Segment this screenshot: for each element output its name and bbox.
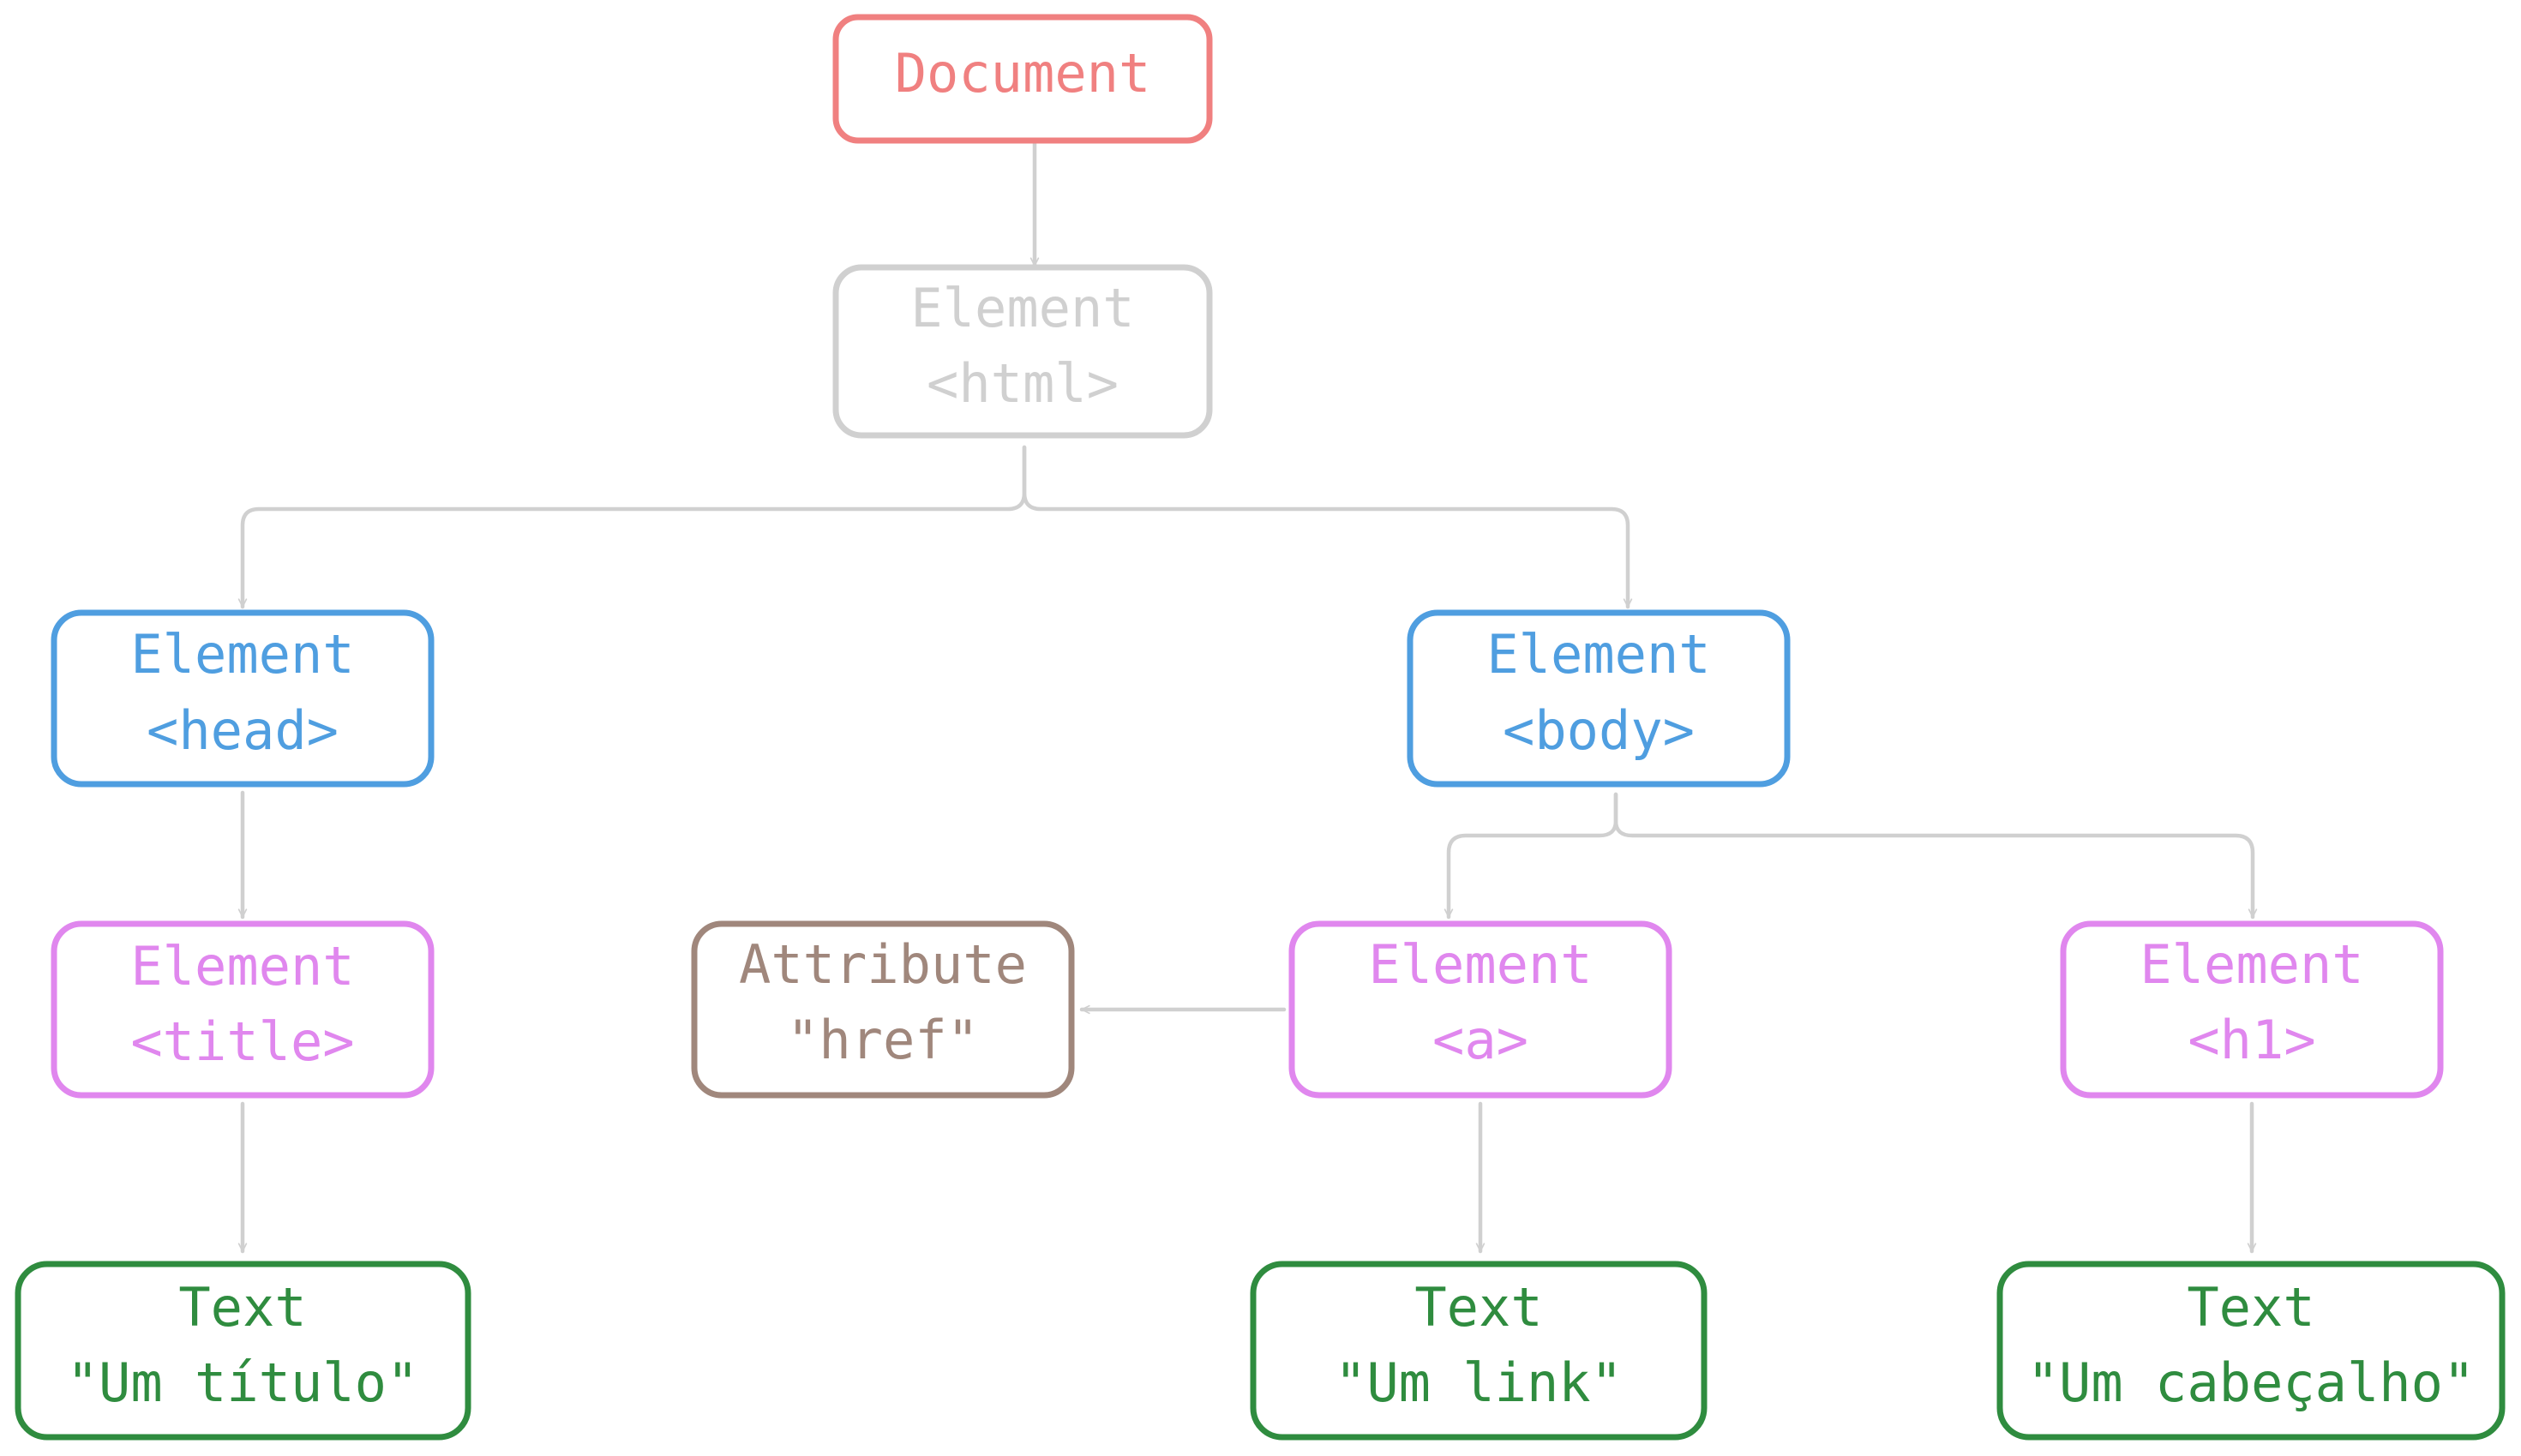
- node-document-box: [832, 14, 1213, 144]
- node-a-box: [1288, 920, 1672, 1099]
- node-text-heading-line1: Text: [2187, 1276, 2314, 1339]
- node-title: Element <title>: [51, 920, 435, 1099]
- node-text-title-line2: "Um título": [67, 1351, 419, 1414]
- edge-html-body: [1022, 445, 1633, 609]
- node-html-line2: <html>: [927, 352, 1119, 415]
- node-h1-line2: <h1>: [2188, 1009, 2315, 1071]
- node-text-link: Text "Um link": [1250, 1261, 1708, 1441]
- node-a-line2: <a>: [1432, 1009, 1528, 1071]
- node-head-line2: <head>: [147, 699, 339, 762]
- node-text-title-box: [15, 1261, 471, 1441]
- node-h1: Element <h1>: [2060, 920, 2444, 1099]
- node-body-line2: <body>: [1503, 699, 1695, 762]
- node-attribute: Attribute "href": [691, 920, 1075, 1099]
- node-h1-line1: Element: [2140, 933, 2363, 996]
- edge-body-h1: [1613, 792, 2258, 920]
- node-h1-box: [2060, 920, 2444, 1099]
- node-head-box: [51, 609, 435, 788]
- node-title-box: [51, 920, 435, 1099]
- node-a: Element <a>: [1288, 920, 1672, 1099]
- node-text-link-line2: "Um link": [1335, 1351, 1623, 1414]
- node-a-line1: Element: [1368, 933, 1592, 996]
- node-html-box: [832, 264, 1213, 439]
- node-document-label: Document: [895, 42, 1151, 105]
- node-body-line1: Element: [1486, 623, 1710, 686]
- node-attribute-box: [691, 920, 1075, 1099]
- node-text-heading: Text "Um cabeçalho": [1996, 1261, 2506, 1441]
- edge-body-a: [1444, 792, 1618, 920]
- node-text-link-box: [1250, 1261, 1708, 1441]
- edge-html-head: [237, 445, 1027, 609]
- node-text-link-line1: Text: [1414, 1276, 1542, 1339]
- node-text-heading-box: [1996, 1261, 2506, 1441]
- node-document: Document: [832, 14, 1213, 144]
- node-body-box: [1407, 609, 1791, 788]
- node-text-title-line1: Text: [178, 1276, 306, 1339]
- edges: [237, 135, 2258, 1254]
- node-head-line1: Element: [130, 623, 354, 686]
- node-attribute-line1: Attribute: [739, 933, 1027, 996]
- node-attribute-line2: "href": [787, 1009, 979, 1071]
- node-text-title: Text "Um título": [15, 1261, 471, 1441]
- node-head: Element <head>: [51, 609, 435, 788]
- node-html-line1: Element: [910, 277, 1134, 339]
- node-html: Element <html>: [832, 264, 1213, 439]
- node-title-line1: Element: [130, 935, 354, 998]
- node-body: Element <body>: [1407, 609, 1791, 788]
- node-title-line2: <title>: [130, 1010, 354, 1073]
- node-text-heading-line2: "Um cabeçalho": [2027, 1351, 2476, 1414]
